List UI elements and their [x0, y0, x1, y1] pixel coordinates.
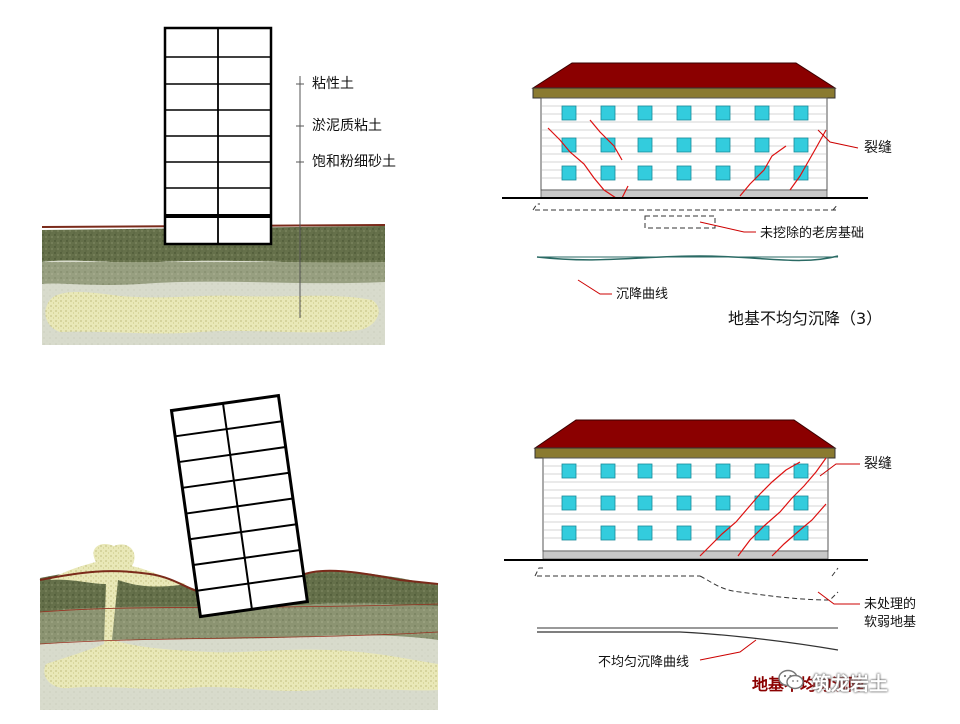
soil-profile-bottom-left — [39, 543, 439, 710]
eave — [532, 87, 836, 99]
ground-line — [39, 569, 439, 593]
crack-label: 裂缝 — [864, 456, 892, 472]
cracks — [699, 457, 827, 557]
soil-label-clay: 粘性土 — [312, 76, 354, 92]
soil-label-mucky-clay: 淤泥质粘土 — [312, 118, 382, 134]
house-bottom-right — [533, 419, 837, 560]
roof — [531, 62, 837, 89]
soil-layer-mid — [42, 262, 385, 285]
watermark: 筑龙岩土 — [778, 660, 938, 704]
crack-label: 裂缝 — [864, 140, 892, 156]
weak-ground-label-line2: 软弱地基 — [864, 615, 916, 630]
windows — [561, 463, 809, 541]
plinth — [542, 550, 829, 560]
settlement-curve-top — [536, 255, 839, 262]
soil-label-saturated-sand: 饱和粉细砂土 — [312, 154, 396, 170]
sand-lens — [45, 292, 379, 334]
panel-top-left: 粘性土 淤泥质粘土 饱和粉细砂土 — [41, 26, 396, 345]
sand-intrusion — [44, 543, 439, 691]
roof — [533, 419, 837, 449]
leader-lines-bottom — [699, 463, 860, 661]
soil-profile-top-left — [41, 224, 386, 345]
caption-top: 地基不均匀沉降（3） — [728, 309, 882, 328]
wechat-icon — [778, 669, 804, 695]
foundation-label: 未挖除的老房基础 — [760, 225, 864, 241]
dashed-foundation-outline — [532, 203, 839, 229]
windows — [561, 105, 809, 181]
curve-label: 不均匀沉降曲线 — [598, 655, 689, 670]
watermark-text: 筑龙岩土 — [812, 672, 889, 695]
panel-bottom-right: 裂缝 未处理的 软弱地基 不均匀沉降曲线 地基不均匀沉降 — [504, 419, 916, 694]
eave — [534, 447, 836, 459]
soil-label-leader — [296, 76, 304, 318]
panel-top-right: 裂缝 未挖除的老房基础 沉降曲线 地基不均匀沉降（3） — [502, 62, 892, 328]
cracks — [547, 119, 827, 199]
tall-building-tilted — [169, 393, 310, 619]
settlement-curve-bottom — [537, 627, 839, 651]
dashed-weak-ground-outline — [534, 567, 839, 601]
panel-bottom-left — [39, 393, 439, 710]
soil-layer-mid — [40, 603, 438, 644]
tall-building-upright — [163, 26, 273, 246]
curve-label: 沉降曲线 — [616, 287, 668, 302]
plinth — [540, 189, 828, 199]
weak-ground-label-line1: 未处理的 — [864, 596, 916, 612]
leader-lines-top — [577, 129, 859, 295]
house-top-right — [531, 62, 837, 199]
